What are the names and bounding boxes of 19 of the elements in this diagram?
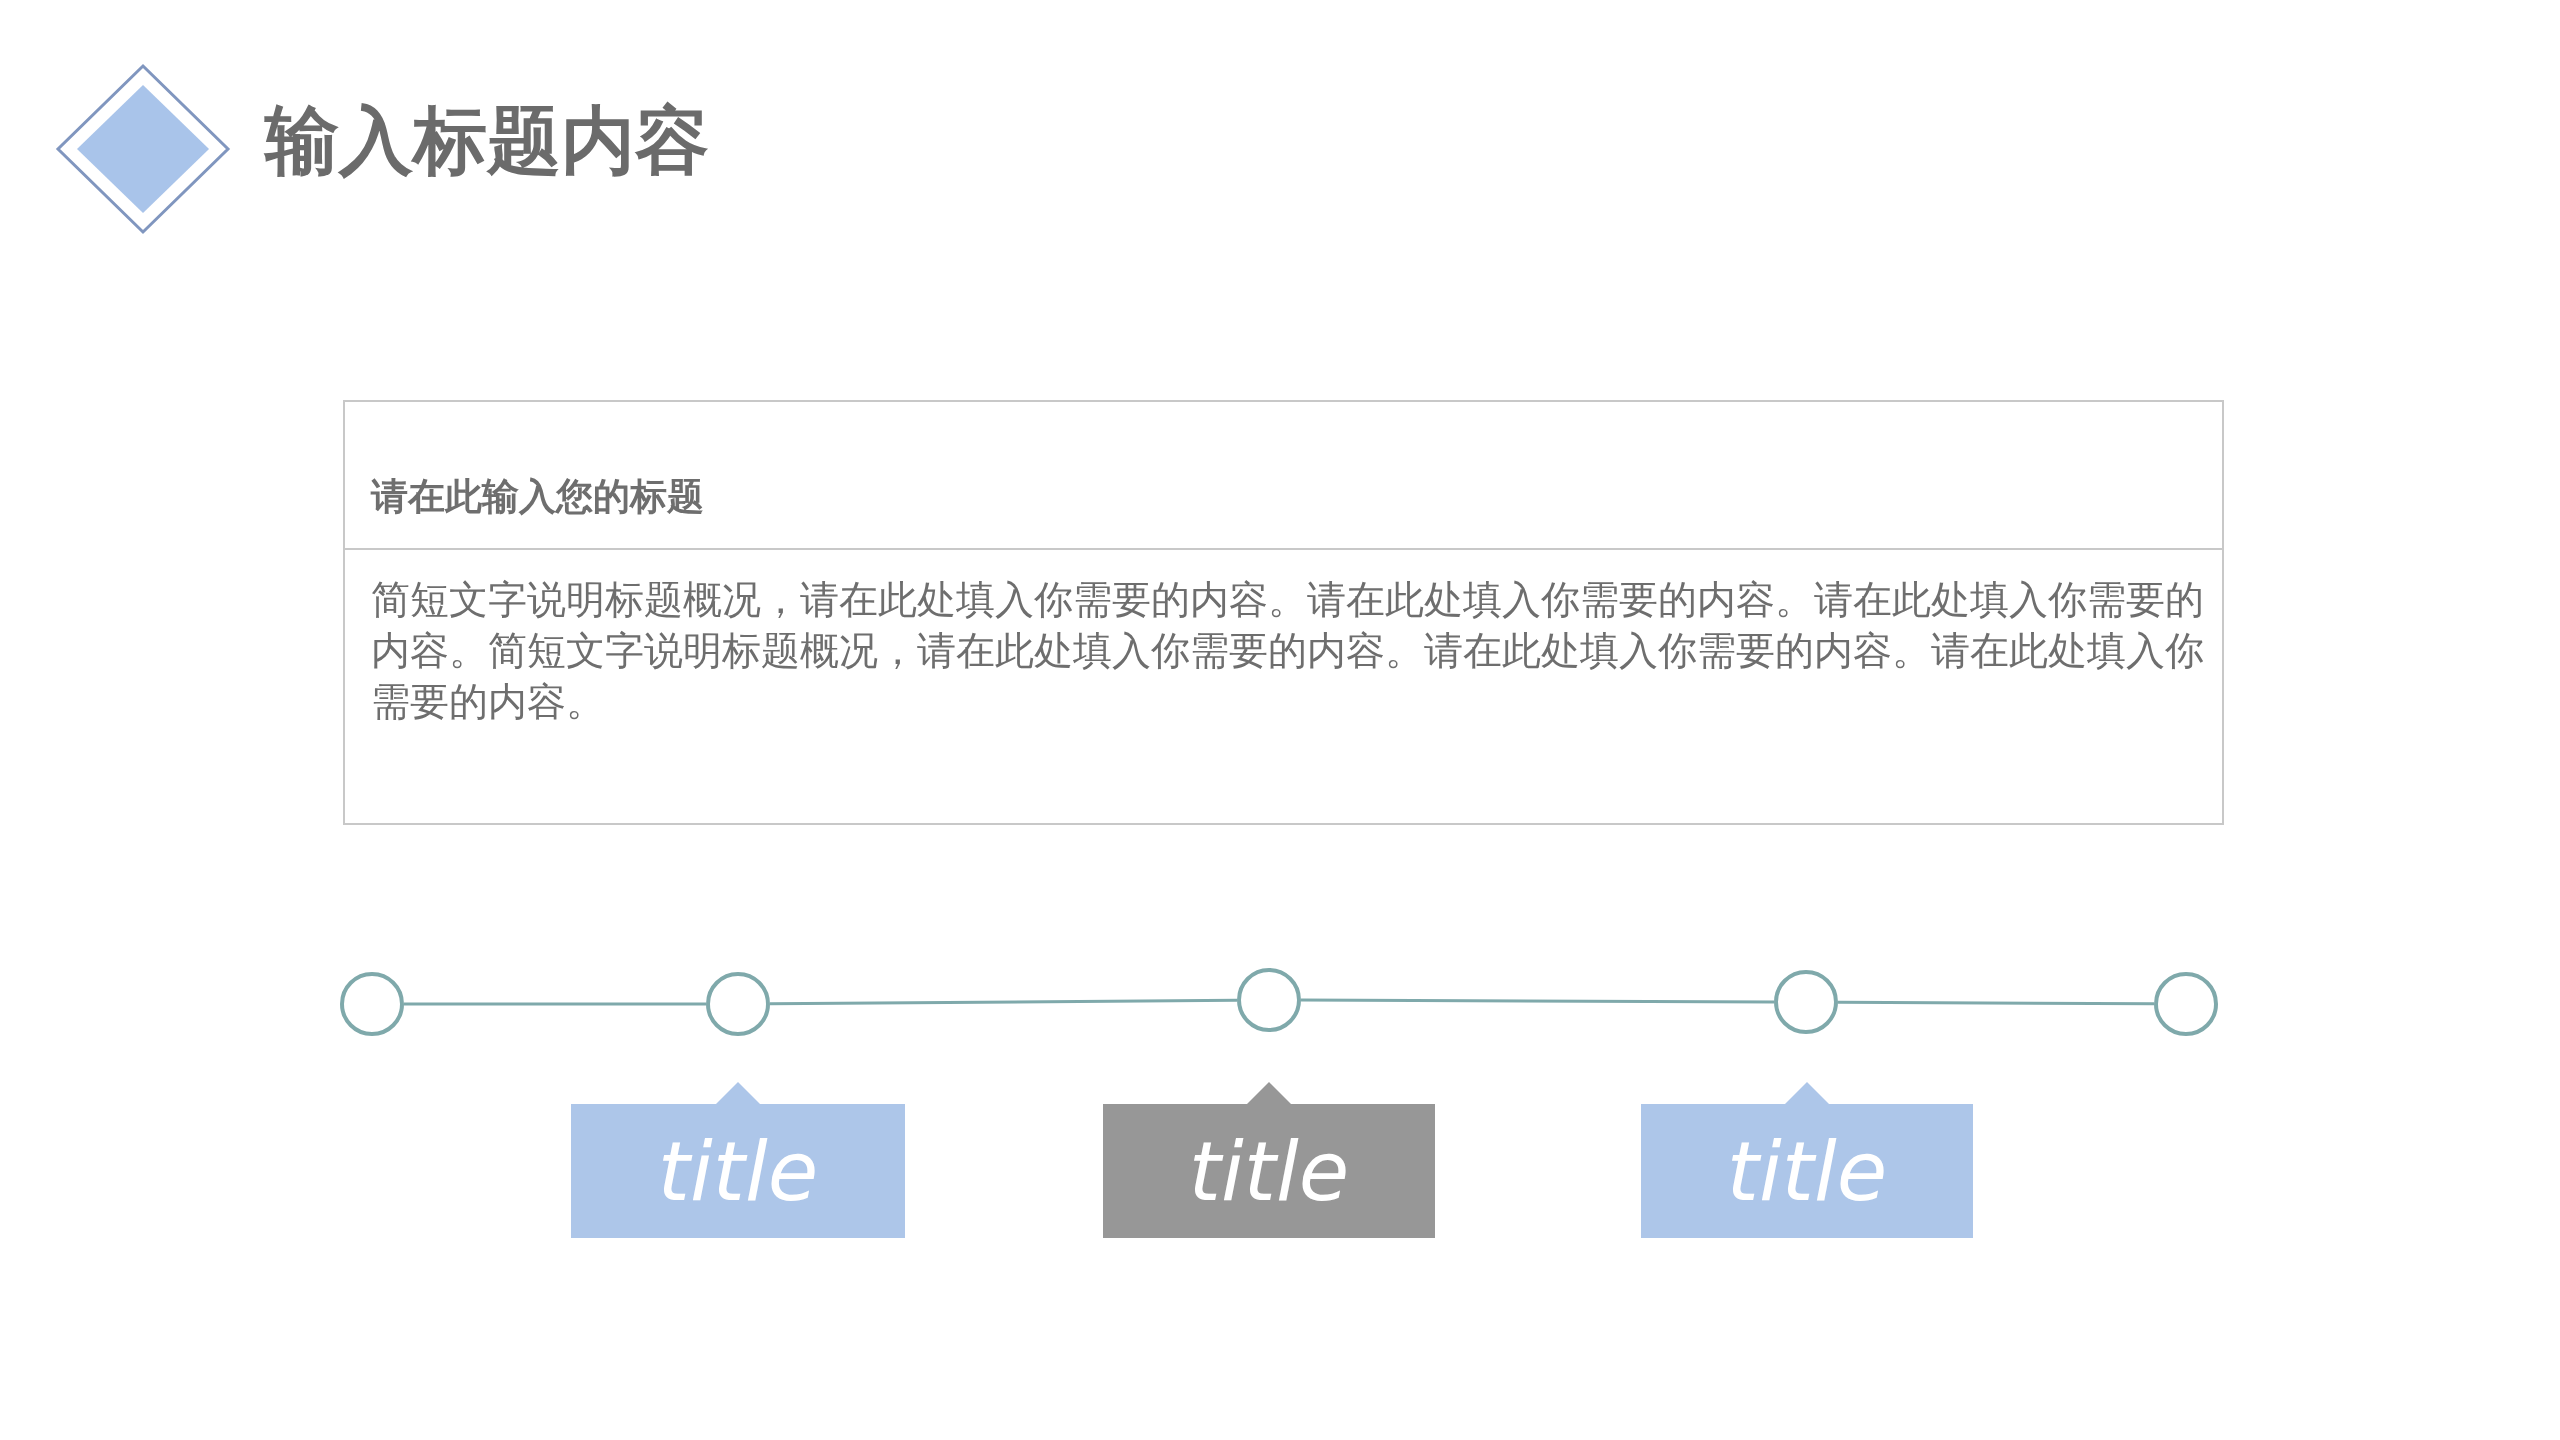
connector-line bbox=[1301, 998, 1774, 1004]
timeline-circle bbox=[2154, 972, 2218, 1036]
body-paragraph: 简短文字说明标题概况，请在此处填入你需要的内容。请在此处填入你需要的内容。请在此处填入你需要的内容。简短文字说明标题概况，请在此处填入你需要的内容。请在此处填入你需要的内容。请在此处填入你需要的内容。 bbox=[371, 576, 2205, 726]
text-card bbox=[343, 400, 2224, 825]
tag-label: title bbox=[1725, 1122, 1889, 1221]
tag-label: title bbox=[1187, 1122, 1351, 1221]
timeline-circle bbox=[1774, 970, 1838, 1034]
tag-label: title bbox=[656, 1122, 820, 1221]
connector-line bbox=[404, 1002, 706, 1006]
timeline-circle bbox=[1237, 968, 1301, 1032]
connector-line bbox=[1838, 1000, 2154, 1006]
card-heading: 请在此输入您的标题 bbox=[371, 474, 704, 520]
timeline-circle bbox=[340, 972, 404, 1036]
page-title: 输入标题内容 bbox=[265, 100, 709, 182]
connector-line bbox=[770, 998, 1237, 1006]
title-tag bbox=[571, 1082, 905, 1238]
title-tag bbox=[1103, 1082, 1435, 1238]
timeline-circle bbox=[706, 972, 770, 1036]
title-tag bbox=[1641, 1082, 1973, 1238]
